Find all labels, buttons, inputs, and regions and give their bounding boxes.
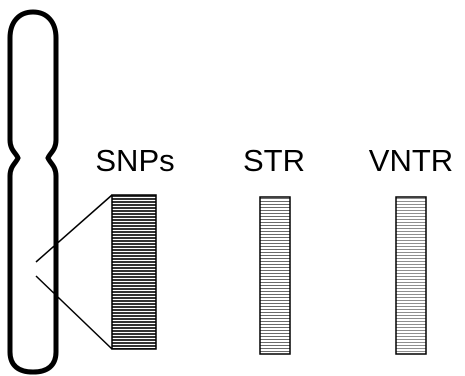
chromosome-outline (7, 9, 59, 375)
marker-label-str: STR (243, 143, 305, 178)
marker-bar-vntr (395, 196, 427, 355)
marker-label-vntr: VNTR (369, 143, 453, 178)
zoom-line-top (35, 194, 113, 263)
marker-snps: SNPs (95, 143, 175, 350)
marker-str: STR (243, 143, 305, 355)
marker-label-snps: SNPs (95, 143, 174, 178)
zoom-lines (35, 194, 113, 350)
zoom-line-bottom (35, 275, 113, 350)
marker-bar-snps (111, 194, 157, 350)
chromosome (7, 9, 59, 375)
marker-bar-str (259, 196, 291, 355)
marker-vntr: VNTR (369, 143, 453, 355)
